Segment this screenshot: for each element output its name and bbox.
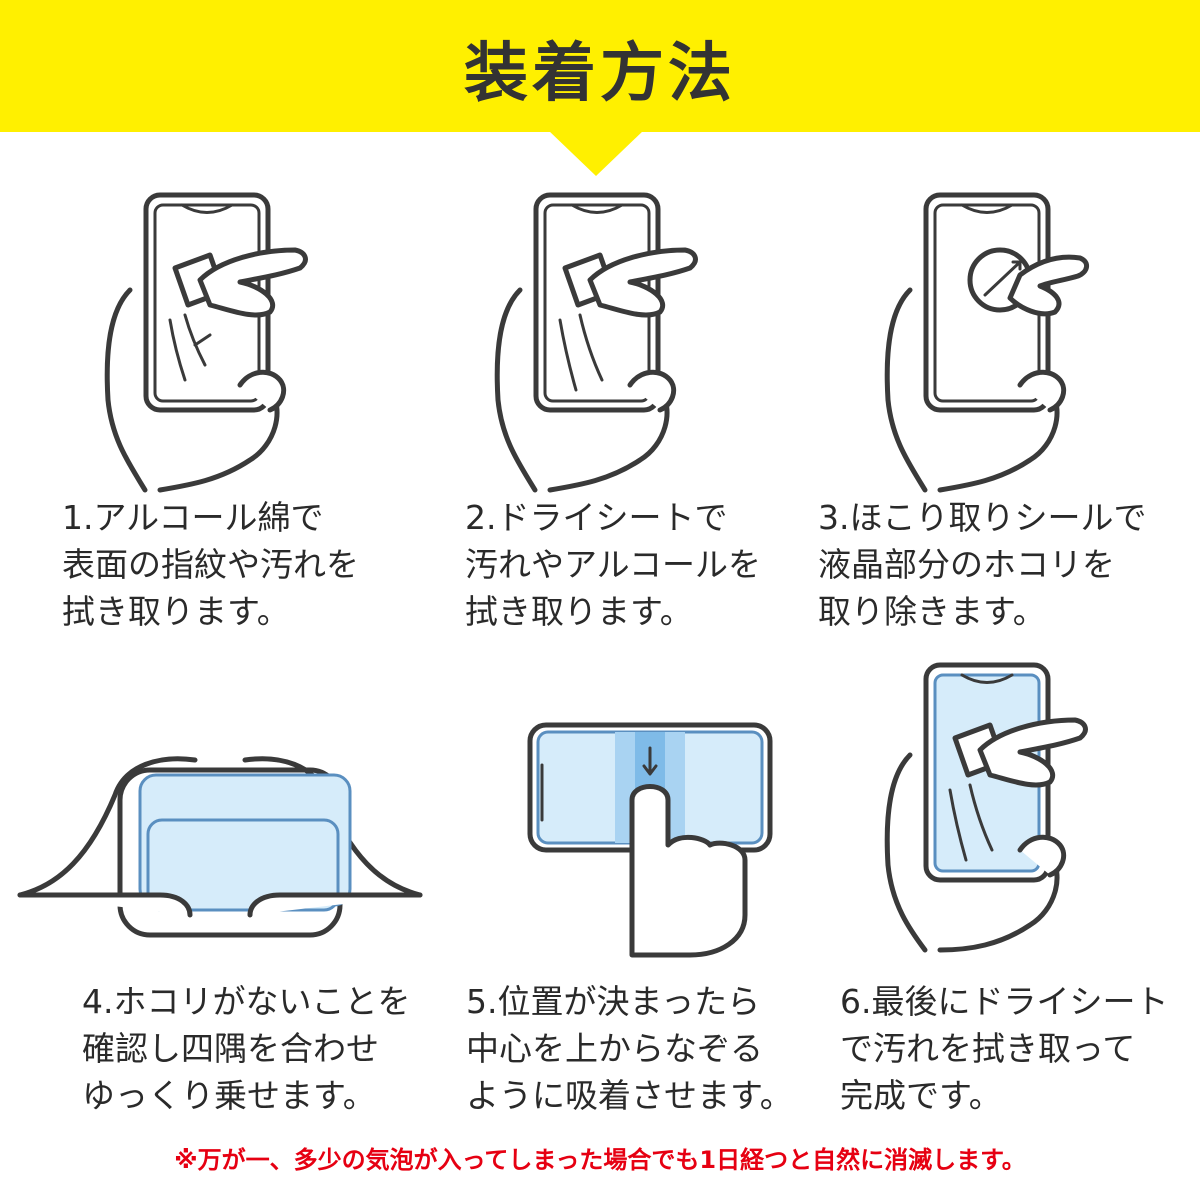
- step-6-line-1: 6.最後にドライシート: [840, 982, 1169, 1021]
- footnote-warning: ※万が一、多少の気泡が入ってしまった場合でも1日経つと自然に消滅します。: [174, 1146, 1026, 1174]
- title-banner: [0, 0, 1200, 132]
- step-2-line-1: 2.ドライシートで: [465, 498, 728, 537]
- step-6-line-3: 完成です。: [840, 1076, 1002, 1115]
- step-1-line-2: 表面の指紋や汚れを: [62, 545, 359, 584]
- step-5-line-2: 中心を上からなぞる: [466, 1029, 763, 1068]
- place-film-icon: [17, 756, 423, 938]
- phone-dust-sticker-icon: [884, 192, 1089, 493]
- step-3-line-3: 取り除きます。: [818, 592, 1046, 631]
- step-3-line-2: 液晶部分のホコリを: [818, 545, 1115, 584]
- step-2-line-2: 汚れやアルコールを: [465, 545, 762, 584]
- step-1-illustration: [100, 190, 320, 493]
- step-3-illustration: [880, 190, 1100, 493]
- step-2-illustration: [490, 190, 710, 493]
- step-6-line-2: で汚れを拭き取って: [840, 1029, 1136, 1068]
- step-6-illustration: [880, 660, 1100, 953]
- step-2-line-3: 拭き取ります。: [465, 592, 693, 631]
- step-5-caption: 5.位置が決まったら 中心を上からなぞる ように吸着させます。: [466, 978, 793, 1119]
- press-center-icon: [527, 722, 773, 958]
- step-4-illustration: [17, 735, 423, 945]
- step-3-line-1: 3.ほこり取りシールで: [818, 498, 1147, 537]
- step-2-caption: 2.ドライシートで 汚れやアルコールを 拭き取ります。: [465, 494, 761, 635]
- step-3-caption: 3.ほこり取りシールで 液晶部分のホコリを 取り除きます。: [818, 494, 1147, 635]
- step-1-caption: 1.アルコール綿で 表面の指紋や汚れを 拭き取ります。: [62, 494, 359, 635]
- step-5-illustration: [520, 720, 780, 960]
- step-4-line-3: ゆっくり乗せます。: [82, 1076, 376, 1115]
- step-1-line-1: 1.アルコール綿で: [62, 498, 324, 537]
- step-4-line-1: 4.ホコリがないことを: [82, 982, 411, 1021]
- step-4-caption: 4.ホコリがないことを 確認し四隅を合わせ ゆっくり乗せます。: [82, 978, 411, 1119]
- phone-wipe-dry-sheet-icon: [494, 192, 698, 493]
- phone-final-wipe-icon: [884, 662, 1088, 953]
- banner-pointer-arrow: [548, 130, 644, 176]
- step-4-line-2: 確認し四隅を合わせ: [82, 1029, 379, 1068]
- page-title: 装着方法: [464, 37, 736, 111]
- step-1-line-3: 拭き取ります。: [62, 592, 290, 631]
- step-6-caption: 6.最後にドライシート で汚れを拭き取って 完成です。: [840, 978, 1169, 1119]
- step-5-line-3: ように吸着させます。: [466, 1076, 793, 1115]
- phone-wipe-alcohol-icon: [104, 192, 308, 493]
- step-5-line-1: 5.位置が決まったら: [466, 982, 761, 1021]
